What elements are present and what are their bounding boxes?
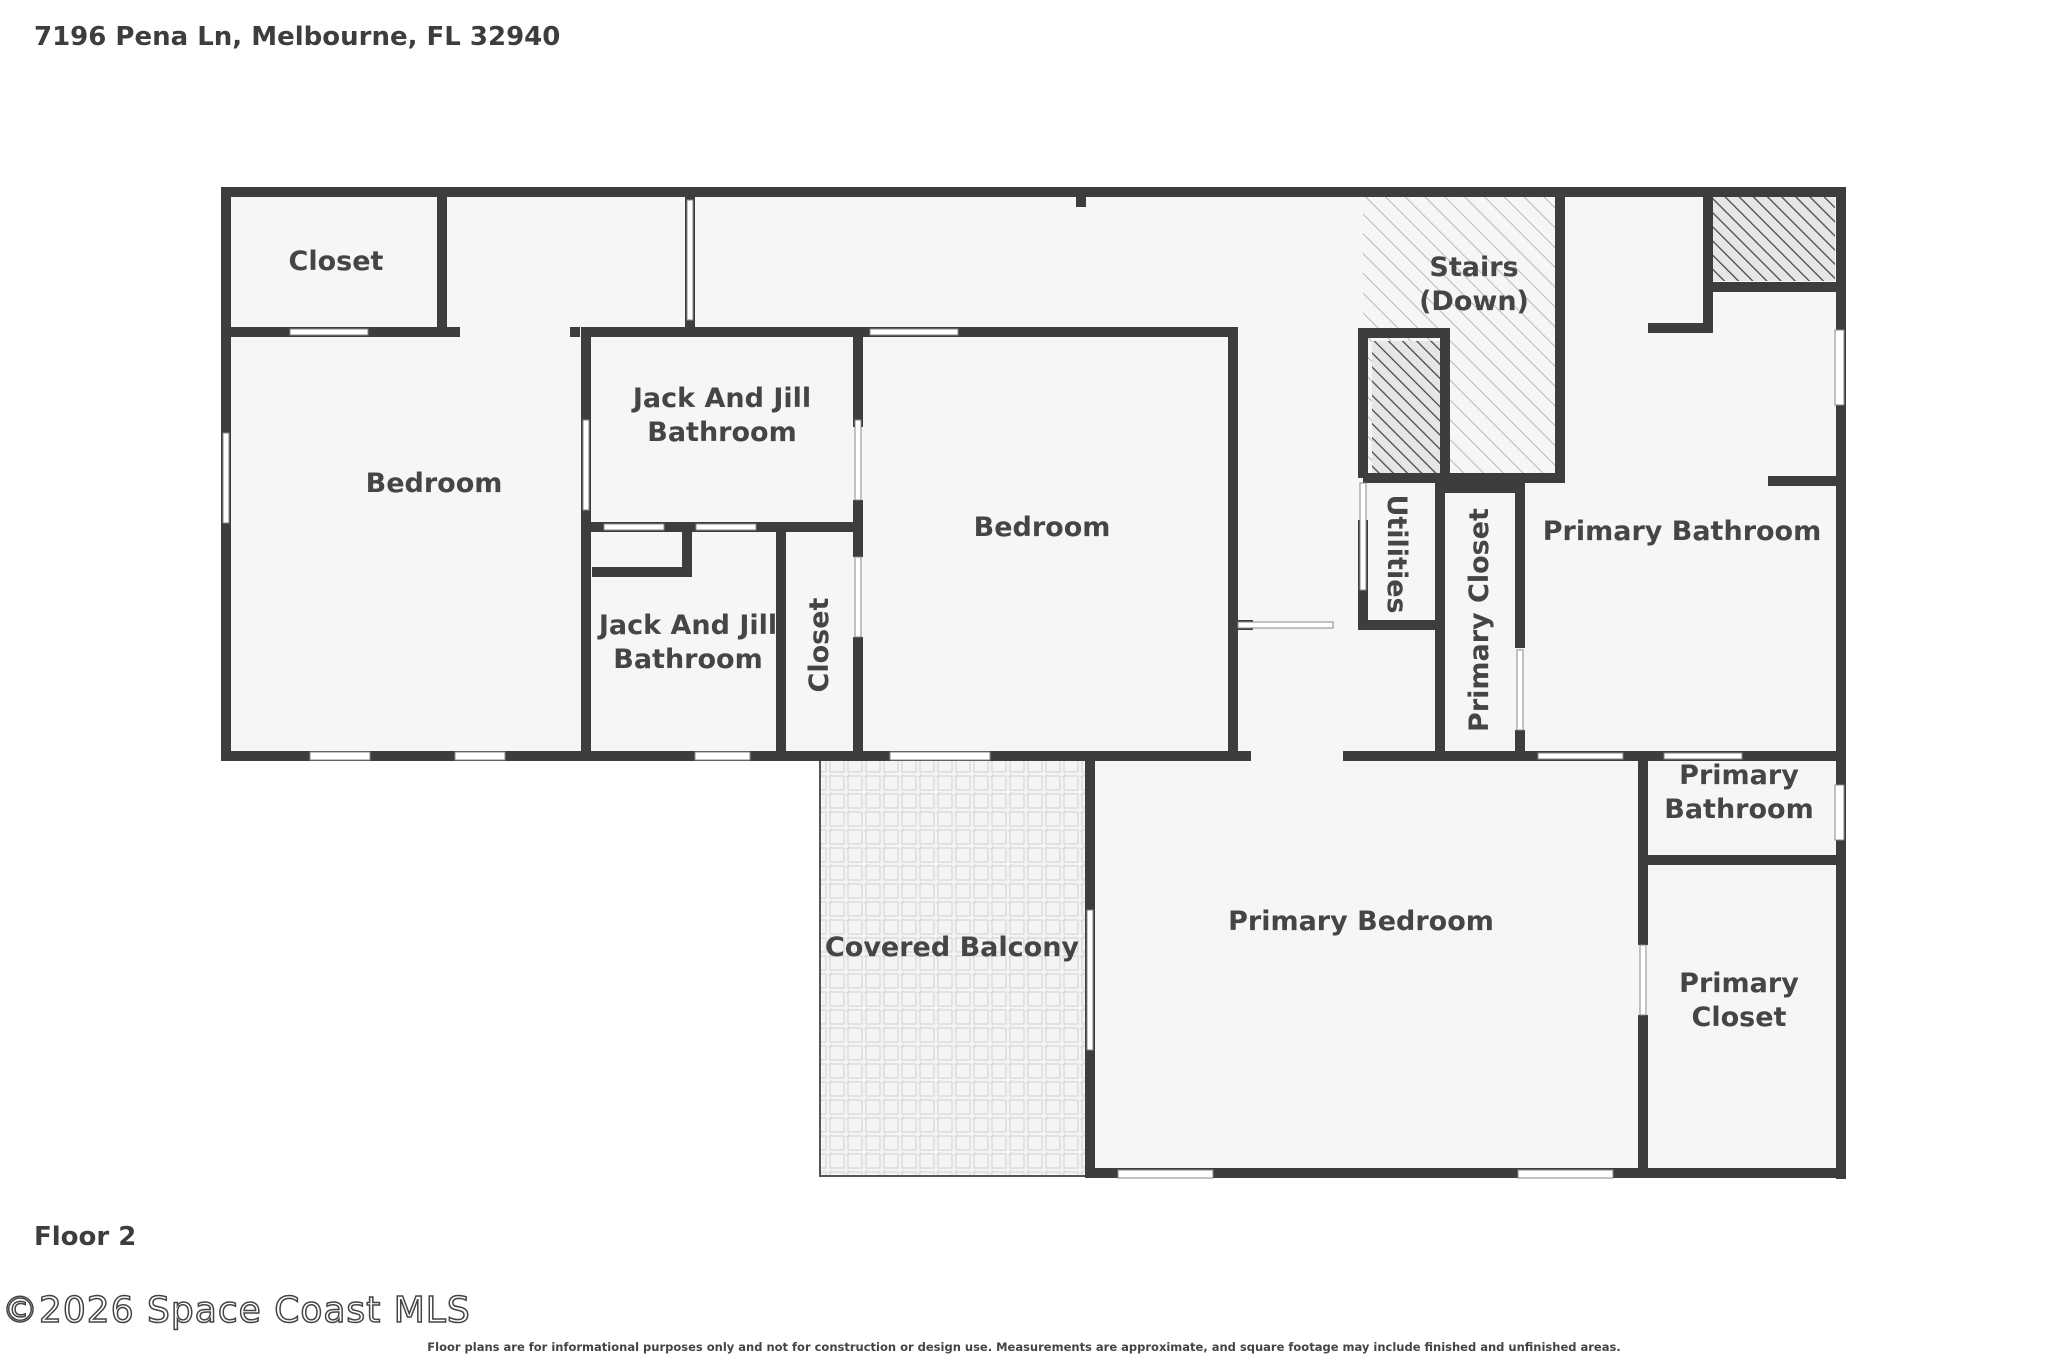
label-jj-bath-upper-line1: Jack And Jill [631, 383, 811, 414]
label-primary-bathroom-small-line2: Bathroom [1664, 794, 1813, 825]
room-labels: Closet Bedroom Jack And Jill Bathroom Ja… [289, 246, 1822, 1033]
label-bedroom-left: Bedroom [366, 468, 503, 499]
label-covered-balcony: Covered Balcony [825, 932, 1079, 963]
shaft-area-right [1713, 197, 1835, 281]
label-primary-bedroom: Primary Bedroom [1228, 906, 1494, 937]
covered-balcony-area [819, 757, 1091, 1177]
label-jj-bath-lower-line1: Jack And Jill [597, 610, 777, 641]
label-primary-bathroom-small-line1: Primary [1679, 760, 1799, 791]
label-jj-bath-upper-line2: Bathroom [647, 417, 796, 448]
label-utilities: Utilities [1381, 494, 1412, 613]
label-primary-closet-vertical: Primary Closet [1464, 508, 1495, 732]
floor-label: Floor 2 [34, 1222, 137, 1252]
label-closet-top-left: Closet [289, 246, 384, 277]
label-primary-bathroom-big: Primary Bathroom [1543, 516, 1822, 547]
label-bedroom-mid: Bedroom [974, 512, 1111, 543]
shaft-area-left [1372, 341, 1440, 477]
label-closet-mid: Closet [804, 597, 835, 692]
label-stairs-line2: (Down) [1419, 286, 1529, 317]
label-stairs-line1: Stairs [1429, 252, 1518, 283]
floor-areas [225, 193, 1842, 1177]
label-primary-closet-small-line1: Primary [1679, 968, 1799, 999]
property-address: 7196 Pena Ln, Melbourne, FL 32940 [34, 22, 561, 52]
windows [222, 199, 1845, 1179]
disclaimer-text: Floor plans are for informational purpos… [427, 1340, 1621, 1354]
label-jj-bath-lower-line2: Bathroom [613, 644, 762, 675]
label-primary-closet-small-line2: Closet [1692, 1002, 1787, 1033]
mls-watermark: ©2026 Space Coast MLS [1, 1289, 471, 1332]
